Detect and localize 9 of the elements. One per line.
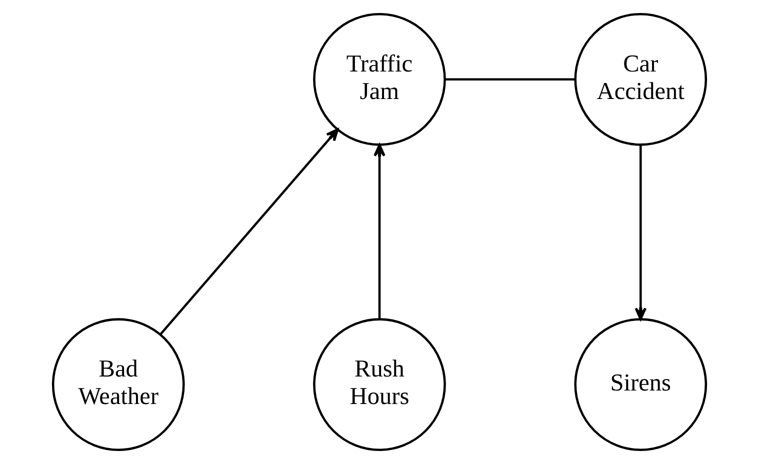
arrow (373, 144, 385, 320)
node-circle: Rush Hours (312, 318, 446, 451)
arrow (159, 128, 338, 335)
node-circle: Car Accident (574, 13, 707, 146)
node-circle: Bad Weather (51, 318, 184, 451)
node-circle: Traffic Jam (312, 13, 446, 146)
arrow (634, 145, 646, 320)
connector (444, 78, 575, 81)
node-circle: Sirens (574, 318, 707, 451)
